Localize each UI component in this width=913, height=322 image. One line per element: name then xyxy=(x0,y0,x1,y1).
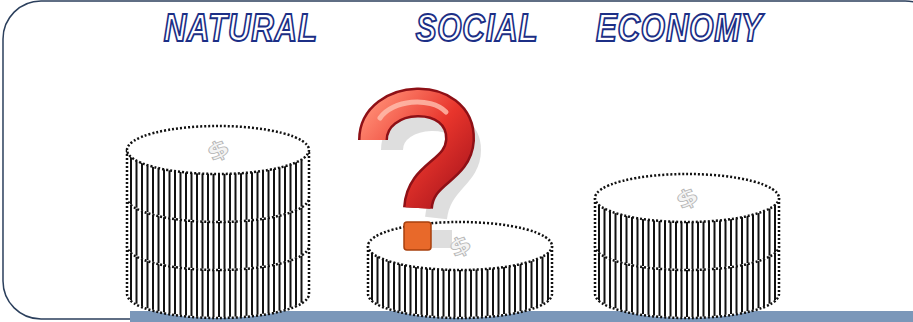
question-outline xyxy=(373,102,460,208)
question-dot-shadow xyxy=(430,230,452,248)
question-highlight xyxy=(380,102,446,118)
stack-heading: ECONOMY xyxy=(596,6,750,50)
question-dot xyxy=(404,222,431,250)
coin-stack: NATURAL$ xyxy=(125,0,311,322)
question-hook xyxy=(373,102,460,208)
stack-heading: SOCIAL xyxy=(400,6,554,50)
coin-ridge xyxy=(130,150,132,204)
rounded-frame xyxy=(3,1,913,319)
stack-heading: NATURAL xyxy=(164,6,317,50)
coin-stack: ECONOMY$ xyxy=(593,0,781,322)
